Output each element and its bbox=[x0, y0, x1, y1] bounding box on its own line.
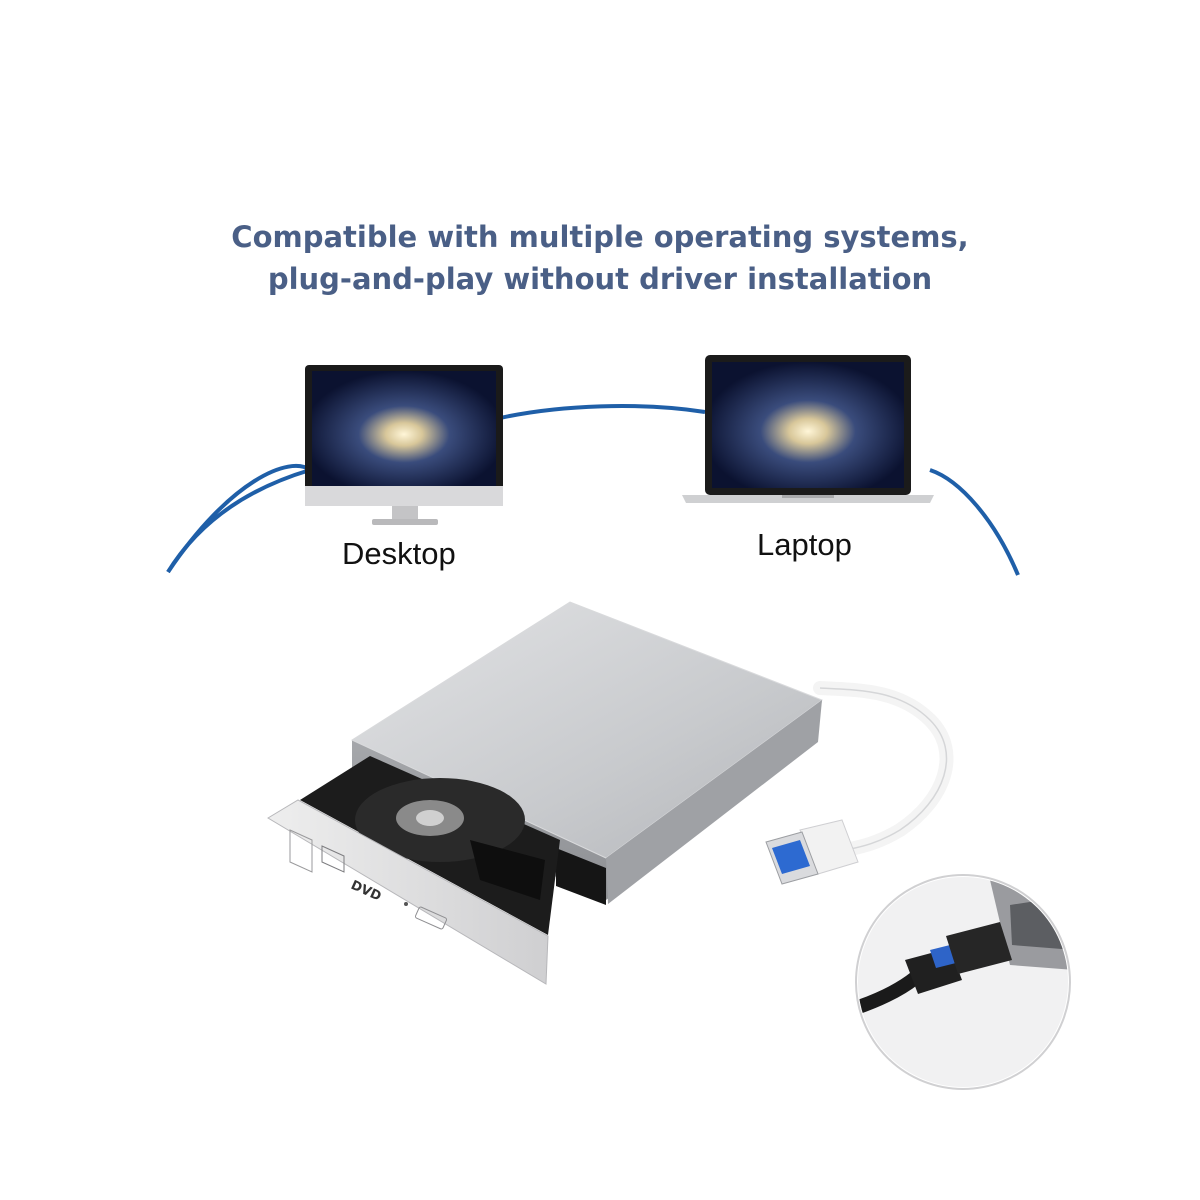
eject-button[interactable] bbox=[414, 906, 448, 930]
external-dvd-drive: DVD bbox=[267, 601, 954, 985]
desktop-label: Desktop bbox=[342, 536, 456, 571]
disc-tray bbox=[300, 756, 560, 935]
tray-bezel: DVD bbox=[267, 799, 549, 985]
usb-adapter-inset bbox=[855, 874, 1071, 1090]
desktop-monitor-icon bbox=[305, 365, 503, 525]
laptop-icon bbox=[682, 355, 934, 503]
power-led-icon bbox=[404, 902, 408, 906]
laptop-label: Laptop bbox=[757, 527, 852, 562]
usb-a-plug-icon bbox=[765, 819, 859, 885]
headline-line-2: plug-and-play without driver installatio… bbox=[267, 262, 933, 296]
headline: Compatible with multiple operating syste… bbox=[0, 216, 1200, 300]
headline-line-1: Compatible with multiple operating syste… bbox=[231, 220, 969, 254]
